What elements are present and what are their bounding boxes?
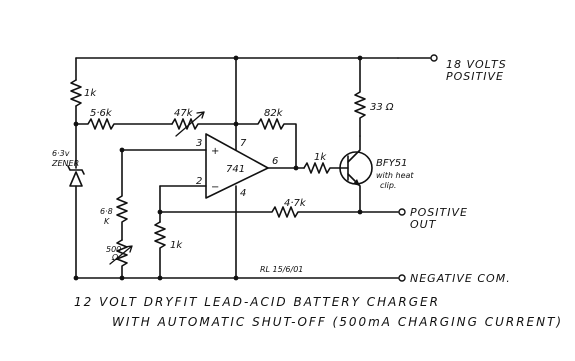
junction-dot (73, 275, 79, 281)
label-r-82k: 82k (264, 108, 284, 119)
label-pin-7: 7 (240, 138, 247, 149)
label-transistor: BFY51 (376, 158, 407, 169)
label-r-base: 1k (314, 152, 327, 163)
zener-diode (67, 165, 85, 279)
resistor-1k-top (70, 79, 82, 125)
resistor-6k8 (116, 149, 128, 241)
signature: RL 15/6/01 (260, 265, 303, 274)
positive-out-label-1: POSITIVE (410, 206, 468, 219)
junction-dot (119, 275, 125, 281)
transistor-bfy51 (339, 135, 373, 213)
resistor-33-ohm (354, 57, 366, 137)
label-heatclip-1: with heat (376, 171, 414, 180)
label-r-1k-low: 1k (170, 240, 183, 251)
supply-terminal (430, 54, 438, 62)
positive-out-terminal (398, 208, 406, 216)
junction-dot (233, 275, 239, 281)
resistor-1k-low (154, 221, 166, 279)
opamp-741 (205, 133, 269, 199)
label-r-68-a: 6·8 (100, 207, 113, 216)
label-pot-47k: 47k (174, 108, 194, 119)
label-zener-2: ZENER (51, 159, 79, 168)
label-r-top-left: 1k (84, 88, 97, 99)
pot-500-ohm (109, 239, 133, 279)
negative-label: NEGATIVE COM. (410, 272, 511, 285)
resistor-82k (235, 118, 297, 169)
diagram-title-line2: WITH AUTOMATIC SHUT-OFF (500mA CHARGING … (112, 315, 563, 329)
label-pin-6: 6 (272, 156, 278, 167)
label-r-68-b: K (104, 217, 110, 226)
positive-out-label-2: OUT (410, 218, 437, 231)
junction-dot (233, 55, 239, 61)
junction-dot (157, 275, 163, 281)
label-pin-2: 2 (196, 176, 202, 187)
supply-rail (75, 57, 431, 81)
label-opamp: 741 (226, 164, 245, 175)
label-plus-sign: + (211, 146, 219, 157)
resistor-5k6 (75, 118, 173, 130)
label-pot-500-b: Ω (111, 253, 119, 262)
junction-dot (157, 209, 163, 215)
label-r-33: 33 Ω (370, 102, 394, 113)
junction-dot (357, 55, 363, 61)
resistor-base-1k (303, 162, 341, 174)
supply-label-1: 18 VOLTS (446, 58, 507, 71)
label-pin-3: 3 (196, 138, 202, 149)
label-r-ref: 5·6k (90, 108, 113, 119)
label-zener-1: 6·3v (52, 149, 70, 158)
diagram-title-line1: 12 VOLT DRYFIT LEAD-ACID BATTERY CHARGER (74, 295, 440, 309)
pot-47k (171, 111, 237, 137)
supply-label-2: POSITIVE (446, 70, 504, 83)
negative-terminal (398, 274, 406, 282)
label-pot-500-a: 500 (106, 245, 121, 254)
label-pin-4: 4 (240, 188, 246, 199)
resistor-4k7 (159, 206, 361, 218)
label-minus-sign: − (211, 182, 219, 193)
junction-dot (293, 165, 299, 171)
label-r-47k: 4·7k (284, 198, 307, 209)
label-heatclip-2: clip. (380, 181, 396, 190)
